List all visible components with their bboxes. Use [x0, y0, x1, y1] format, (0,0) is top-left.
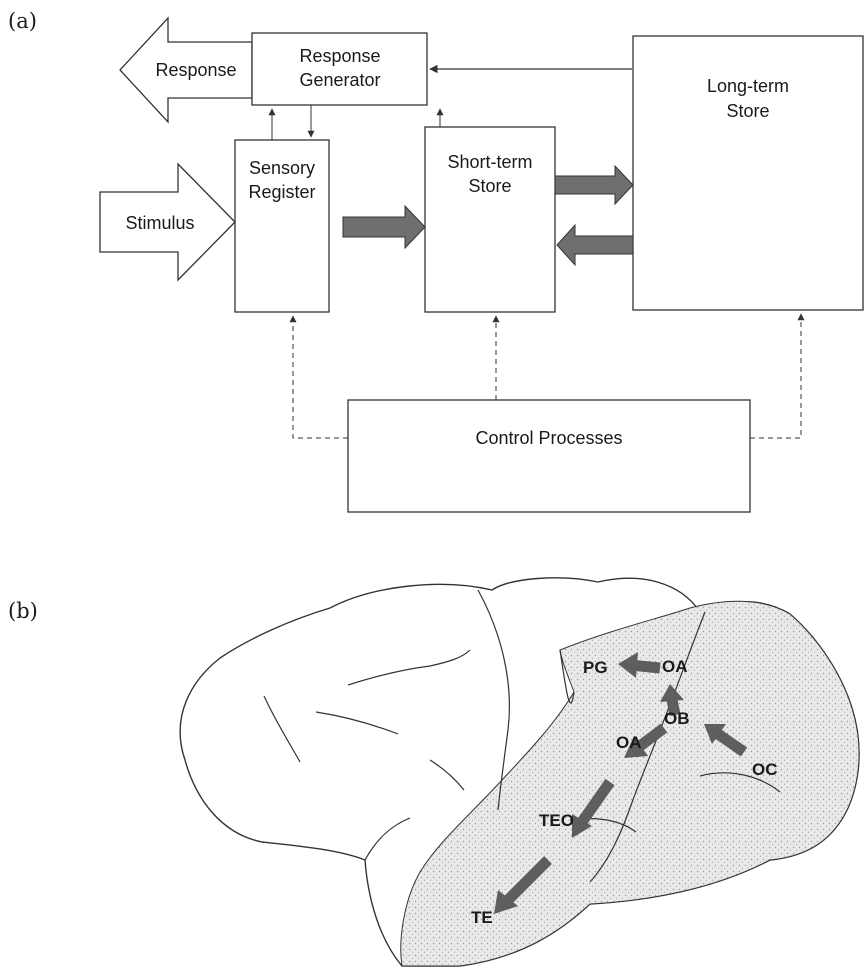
control-dashed-lines	[289, 313, 805, 439]
region-label-oa-lower: OA	[616, 733, 642, 752]
region-label-teo: TEO	[539, 811, 574, 830]
panel-b-label: (b)	[8, 599, 38, 623]
stimulus-arrow: Stimulus	[99, 162, 236, 282]
region-label-pg: PG	[583, 658, 608, 677]
response-generator-box: Response Generator	[251, 32, 428, 106]
control-processes-label: Control Processes	[475, 428, 622, 448]
panel-a: (a) Response Response Generator Sensory …	[8, 9, 864, 513]
long-term-store-line2: Store	[726, 101, 769, 121]
long-term-to-short-term-arrow	[556, 223, 634, 267]
arrow-teo-to-te	[504, 856, 552, 904]
region-label-ob: OB	[664, 709, 690, 728]
panel-a-label: (a)	[8, 9, 37, 33]
long-term-store-box: Long-term Store	[632, 35, 864, 311]
response-arrow: Response	[119, 16, 253, 124]
panel-b: (b)	[8, 577, 860, 967]
region-label-te: TE	[471, 908, 493, 927]
sensory-register-line1: Sensory	[249, 158, 315, 178]
region-label-oc: OC	[752, 760, 778, 779]
sensory-register-box: Sensory Register	[234, 139, 330, 313]
short-term-store-line1: Short-term	[447, 152, 532, 172]
arrow-ob-to-oa-upper	[666, 698, 681, 717]
arrow-ob-to-oa-lower	[636, 723, 668, 751]
sensory-to-short-term-arrow	[342, 204, 426, 250]
control-processes-box: Control Processes	[347, 399, 751, 513]
response-arrow-label: Response	[155, 60, 236, 80]
brain-sulci	[263, 589, 781, 883]
sensory-register-line2: Register	[248, 182, 315, 202]
response-generator-line1: Response	[299, 46, 380, 66]
response-generator-line2: Generator	[299, 70, 380, 90]
short-term-to-long-term-arrow	[554, 164, 634, 206]
pathway-arrows	[494, 652, 748, 914]
region-label-oa-upper: OA	[662, 657, 688, 676]
short-term-store-line2: Store	[468, 176, 511, 196]
short-term-store-box: Short-term Store	[424, 126, 556, 313]
stimulus-arrow-label: Stimulus	[125, 213, 194, 233]
arrow-oc-to-ob	[714, 729, 748, 757]
visual-cortex-region	[400, 600, 860, 967]
arrow-oa-to-teo	[577, 778, 615, 826]
long-term-store-line1: Long-term	[707, 76, 789, 96]
